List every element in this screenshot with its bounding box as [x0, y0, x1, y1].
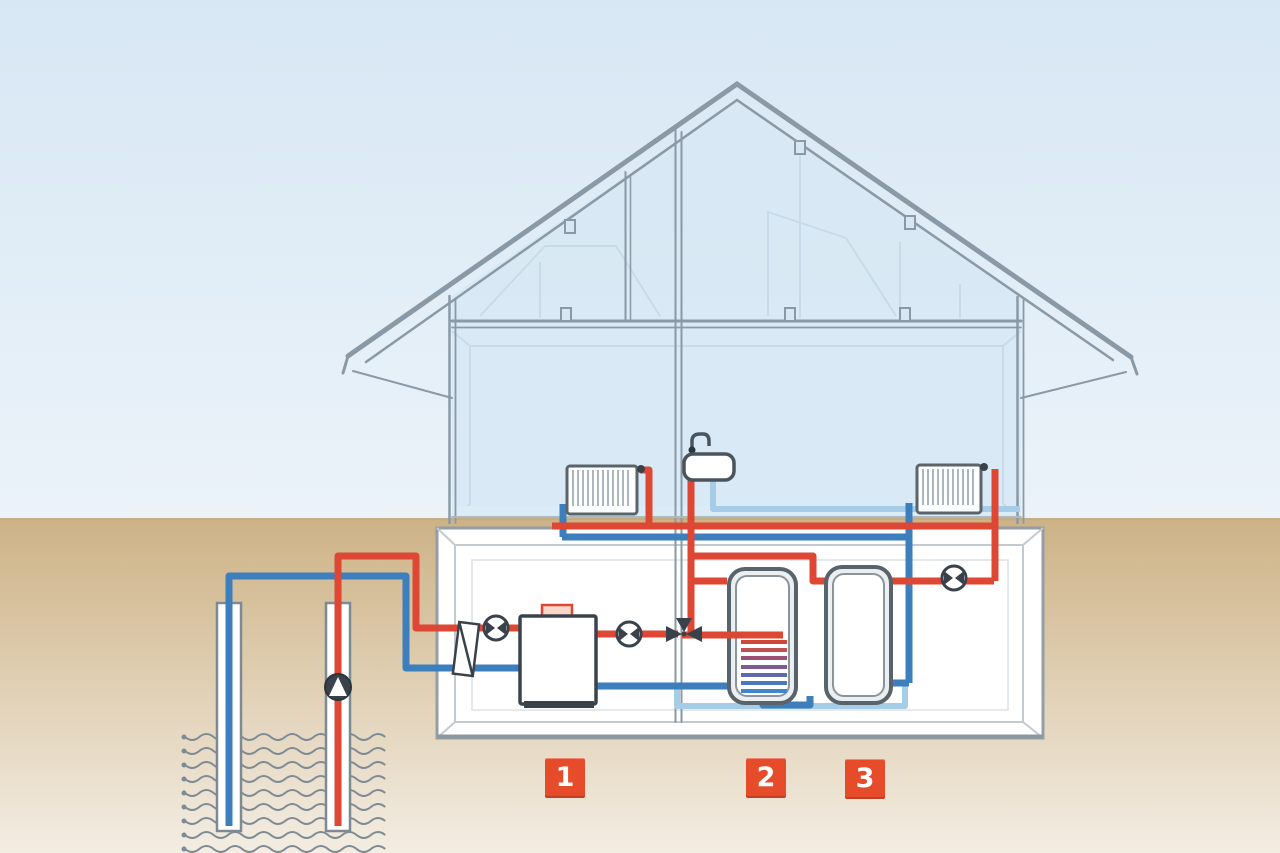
well-supply-pipe: [334, 552, 526, 826]
water-wave-dot: [181, 776, 187, 782]
storage-tanks: [682, 565, 893, 705]
right-radiator-valve: [980, 463, 988, 471]
label-buffer-tank: 3: [845, 759, 885, 799]
gutter-right: [1129, 355, 1139, 376]
rafter-blocks: [560, 140, 916, 322]
water-wave-dot: [181, 734, 187, 740]
heat-pump-base: [524, 701, 594, 708]
label-dhw-tank: 2: [746, 758, 786, 798]
left-radiator: [565, 464, 645, 516]
brine-pump: [482, 614, 510, 642]
water-wave-dot: [181, 818, 187, 824]
sink: [682, 432, 736, 482]
label-heat-pump: 1: [545, 758, 585, 798]
pipes-hot: [334, 466, 999, 826]
water-wave-line: [184, 845, 386, 853]
strut-right: [1020, 371, 1127, 399]
heating-circuit-pump: [940, 564, 968, 592]
water-wave-dot: [181, 804, 187, 810]
heating-supply-run: [691, 552, 994, 585]
left-radiator-valve: [637, 465, 645, 473]
attic-interior: [452, 99, 1021, 328]
faucet-icon: [690, 432, 711, 454]
water-wave-dot: [181, 832, 187, 838]
well-water-filter: [451, 620, 481, 678]
interior-framing-lines: [451, 152, 1022, 518]
right-radiator: [915, 463, 988, 515]
roof-inner: [364, 98, 1115, 364]
water-wave-dot: [181, 762, 187, 768]
sink-basin: [682, 452, 736, 482]
well-return-pipe: [225, 572, 524, 826]
roof-outer: [345, 80, 1134, 360]
dhw-heating-coil: [741, 640, 787, 693]
circulation-pumps: [482, 564, 968, 648]
house-interior: [452, 99, 1021, 518]
water-wave-line: [184, 831, 386, 839]
basement-inner-wall: [454, 544, 1024, 723]
heat-pump-unit: [518, 603, 598, 708]
radiators: [565, 463, 988, 516]
three-way-valve: [666, 618, 702, 642]
charge-pump: [615, 620, 643, 648]
well-pump: [324, 673, 352, 701]
gutter-left: [341, 354, 350, 375]
faucet-handle: [688, 446, 696, 454]
heat-pump-body: [518, 614, 598, 706]
strut-left: [352, 370, 453, 399]
pipes-cold: [225, 503, 913, 826]
water-wave-dot: [181, 748, 187, 754]
buffer-tank: [824, 565, 893, 705]
water-wave-dot: [181, 790, 187, 796]
water-wave-dot: [181, 846, 187, 852]
